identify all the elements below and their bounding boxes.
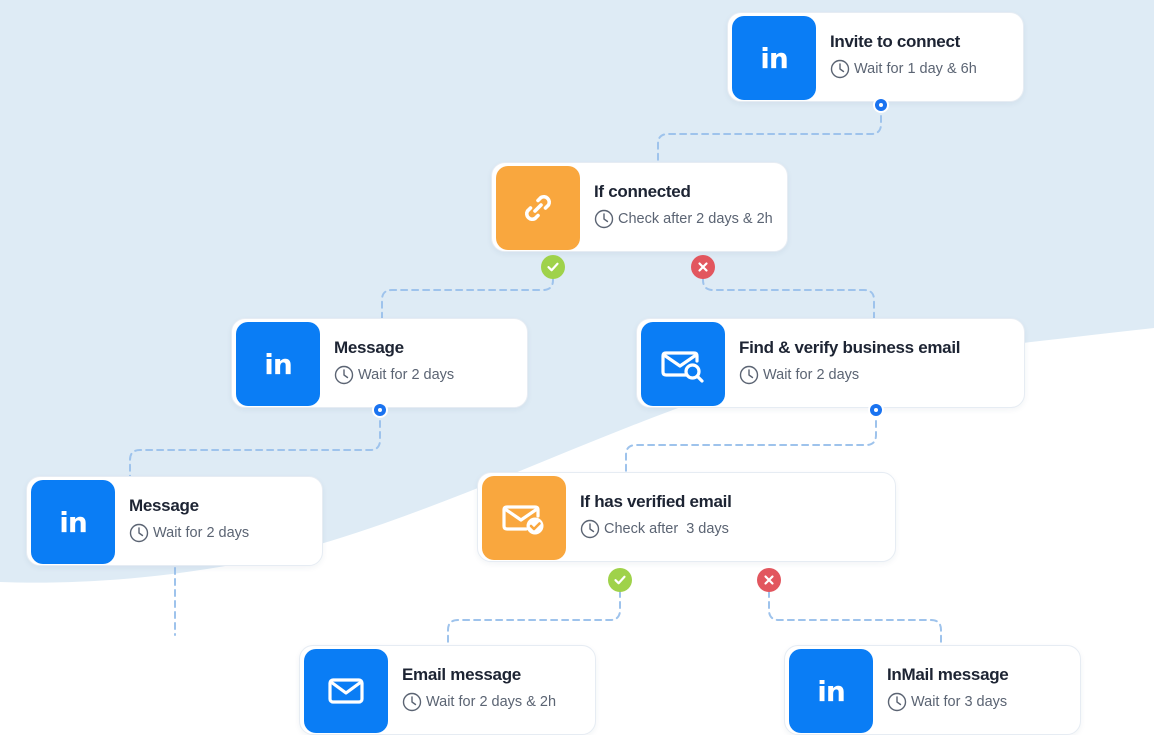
link-icon — [496, 166, 580, 250]
node-subtitle: Wait for 2 days & 2h — [402, 692, 556, 712]
linkedin-icon: in — [236, 322, 320, 406]
linkedin-icon: in — [789, 649, 873, 733]
node-subtitle: Wait for 3 days — [887, 692, 1007, 712]
node-title: InMail message — [887, 665, 1009, 684]
envelope-icon — [304, 649, 388, 733]
output-port[interactable] — [873, 97, 889, 113]
edge-find-email-to-if-verified — [625, 409, 877, 473]
output-port[interactable] — [372, 402, 388, 418]
clock-icon — [594, 209, 614, 229]
edge-if-verified-yes — [447, 579, 621, 646]
node-wait-text: Wait for 3 days — [911, 694, 1008, 710]
clock-icon — [334, 365, 354, 385]
node-subtitle: Check after 2 days & 2h — [594, 209, 773, 229]
no-branch-x-icon[interactable] — [691, 255, 715, 279]
node-if-has-verified-email[interactable]: If has verified email Check after 3 days — [477, 472, 896, 562]
node-subtitle: Wait for 2 days — [334, 365, 454, 385]
edge-if-connected-yes — [381, 266, 554, 319]
edge-invite-to-if-connected — [657, 104, 882, 163]
node-title: Message — [129, 496, 199, 515]
linkedin-icon: in — [732, 16, 816, 100]
node-title: Message — [334, 338, 404, 357]
node-title: If connected — [594, 182, 691, 201]
node-wait-text: Wait for 2 days — [153, 525, 250, 541]
clock-icon — [402, 692, 422, 712]
node-wait-text: Wait for 1 day & 6h — [854, 61, 977, 77]
node-title: Invite to connect — [830, 32, 960, 51]
node-email-message[interactable]: Email message Wait for 2 days & 2h — [299, 645, 596, 735]
edge-if-connected-no — [702, 266, 875, 319]
edge-if-verified-no — [768, 579, 942, 646]
node-message-2[interactable]: in Message Wait for 2 days — [26, 476, 323, 566]
node-find-verify-email[interactable]: Find & verify business email Wait for 2 … — [636, 318, 1025, 408]
yes-branch-check-icon[interactable] — [608, 568, 632, 592]
no-branch-x-icon[interactable] — [757, 568, 781, 592]
clock-icon — [830, 59, 850, 79]
node-subtitle: Wait for 2 days — [129, 523, 249, 543]
node-title: Email message — [402, 665, 521, 684]
node-subtitle: Wait for 2 days — [739, 365, 859, 385]
node-title: Find & verify business email — [739, 338, 961, 357]
clock-icon — [739, 365, 759, 385]
linkedin-icon: in — [31, 480, 115, 564]
node-wait-text: Check after 3 days — [604, 521, 729, 537]
email-search-icon — [641, 322, 725, 406]
clock-icon — [580, 519, 600, 539]
node-inmail-message[interactable]: in InMail message Wait for 3 days — [784, 645, 1081, 735]
node-wait-text: Check after 2 days & 2h — [618, 211, 773, 227]
node-wait-text: Wait for 2 days & 2h — [426, 694, 557, 710]
output-port[interactable] — [868, 402, 884, 418]
email-check-icon — [482, 476, 566, 560]
yes-branch-check-icon[interactable] — [541, 255, 565, 279]
node-message-1[interactable]: in Message Wait for 2 days — [231, 318, 528, 408]
node-subtitle: Wait for 1 day & 6h — [830, 59, 977, 79]
node-if-connected[interactable]: If connected Check after 2 days & 2h — [491, 162, 788, 252]
node-wait-text: Wait for 2 days — [763, 367, 860, 383]
node-subtitle: Check after 3 days — [580, 519, 729, 539]
clock-icon — [129, 523, 149, 543]
node-wait-text: Wait for 2 days — [358, 367, 455, 383]
clock-icon — [887, 692, 907, 712]
node-invite-to-connect[interactable]: in Invite to connect Wait for 1 day & 6h — [727, 12, 1024, 102]
node-title: If has verified email — [580, 492, 732, 511]
edge-message-1-to-message-2 — [129, 409, 381, 477]
